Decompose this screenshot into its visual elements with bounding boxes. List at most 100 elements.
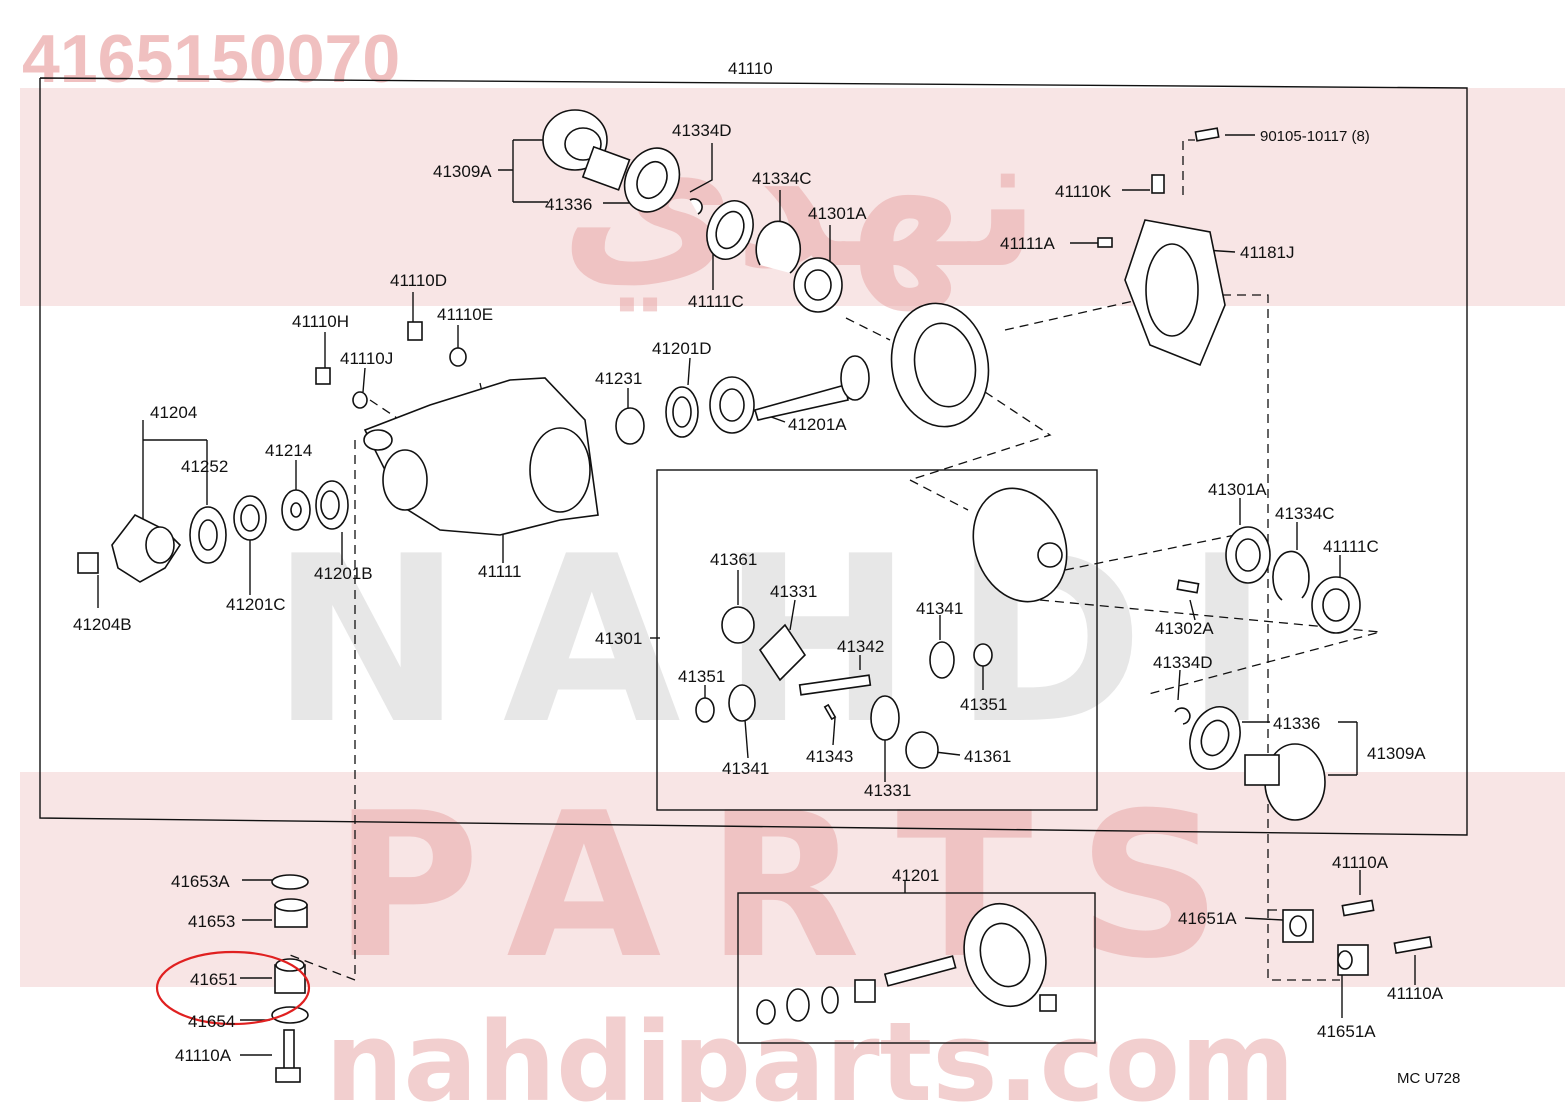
pin-41343 xyxy=(823,703,837,721)
pinion-set xyxy=(883,955,957,987)
bearing-cone-right xyxy=(1225,526,1271,584)
label-41111: 41111 xyxy=(478,562,522,581)
rear-cover xyxy=(1124,219,1226,367)
washer-41201D xyxy=(665,386,699,438)
label-41214: 41214 xyxy=(265,441,312,460)
label-41204: 41204 xyxy=(150,403,197,422)
bolt-41302A xyxy=(1176,579,1200,594)
diagram-code: MC U728 xyxy=(1397,1070,1460,1087)
assembly-lines xyxy=(289,139,1381,981)
bolt-41110D xyxy=(407,321,423,341)
differential-case-box xyxy=(656,469,1098,811)
bearing-41201C xyxy=(233,495,267,541)
flange-41204 xyxy=(111,513,182,583)
parts-artwork xyxy=(77,109,1433,1083)
washer-41653A xyxy=(271,874,309,890)
label-41301A-top: 41301A xyxy=(808,204,867,223)
oil-seal-right xyxy=(1189,706,1241,770)
stopper-41654 xyxy=(271,1006,309,1024)
label-41342: 41342 xyxy=(837,637,884,656)
spacer-ring-right xyxy=(1272,550,1310,601)
cushion-41653 xyxy=(274,898,308,928)
label-41341-a: 41341 xyxy=(916,599,963,618)
washer-41351-a xyxy=(973,643,993,667)
label-41334D-right: 41334D xyxy=(1153,653,1213,672)
label-41343: 41343 xyxy=(806,747,853,766)
label-41110K: 41110K xyxy=(1055,182,1112,201)
label-41301: 41301 xyxy=(595,629,642,648)
snap-ring-top xyxy=(689,198,703,215)
pinion-gear-41341-b xyxy=(728,684,756,722)
watermark-brand-line2: PARTS xyxy=(333,770,1267,1003)
pinion-bearing xyxy=(709,376,755,434)
part-number-title: 4165150070 xyxy=(22,21,400,97)
label-41201: 41201 xyxy=(892,866,939,885)
label-41654: 41654 xyxy=(188,1012,235,1031)
label-41334D-top: 41334D xyxy=(672,121,732,140)
carrier-housing xyxy=(363,377,599,536)
label-41309A-top: 41309A xyxy=(433,162,492,181)
label-41201C: 41201C xyxy=(226,595,286,614)
label-41110J: 41110J xyxy=(340,349,393,368)
label-41651A-r1: 41651A xyxy=(1178,909,1237,928)
companion-flange-top xyxy=(542,109,631,191)
snap-ring-right xyxy=(1174,707,1191,725)
bolt-41110H xyxy=(315,367,331,385)
label-41110H: 41110H xyxy=(292,312,349,331)
thrust-washer-41361-a xyxy=(721,606,755,644)
bearing-41201B xyxy=(315,480,349,530)
ring-gear-set xyxy=(963,902,1047,1008)
label-41111C-top: 41111C xyxy=(688,292,744,311)
label-41110: 41110 xyxy=(728,59,773,78)
nut-41110E xyxy=(449,347,467,367)
bolt-41110A-r2 xyxy=(1393,936,1433,954)
label-41361-a: 41361 xyxy=(710,550,757,569)
side-gear-41331-b xyxy=(870,695,900,741)
bushing-41651A-r1 xyxy=(1282,909,1314,943)
label-41231: 41231 xyxy=(595,369,642,388)
thrust-washer-41361-b xyxy=(905,731,939,769)
label-41334C-top: 41334C xyxy=(752,169,812,188)
label-41201B: 41201B xyxy=(314,564,373,583)
nut-41204B xyxy=(77,552,99,574)
label-41653A: 41653A xyxy=(171,872,230,891)
side-gear-41331-a xyxy=(758,623,807,682)
watermark-site: nahdiparts.com xyxy=(325,998,1295,1102)
bolt-41110A-r1 xyxy=(1341,899,1375,917)
oil-seal-top xyxy=(623,147,681,213)
washer-41351-b xyxy=(695,697,715,723)
washer-41110J xyxy=(352,391,368,409)
highlight-ellipse xyxy=(155,950,311,1026)
label-41204B: 41204B xyxy=(73,615,132,634)
label-41361-b: 41361 xyxy=(964,747,1011,766)
label-41111A: 41111A xyxy=(1000,234,1055,253)
label-41110A-r2: 41110A xyxy=(1387,984,1444,1003)
pinion-shaft-41342 xyxy=(798,674,872,696)
label-41252: 41252 xyxy=(181,457,228,476)
bolt-41110A-left xyxy=(275,1029,301,1083)
bearing-cup-top xyxy=(706,200,754,260)
companion-flange-right xyxy=(1244,743,1326,821)
label-41110A-left: 41110A xyxy=(175,1046,232,1065)
bolt-90105 xyxy=(1194,127,1220,142)
label-41201D: 41201D xyxy=(652,339,712,358)
label-41309A-right: 41309A xyxy=(1367,744,1426,763)
label-41651A-r2: 41651A xyxy=(1317,1022,1376,1041)
label-41331-a: 41331 xyxy=(770,582,817,601)
label-41302A: 41302A xyxy=(1155,619,1214,638)
label-90105: 90105-10117 (8) xyxy=(1260,128,1370,145)
label-41110D: 41110D xyxy=(390,271,447,290)
ring-pinion-box xyxy=(737,892,1096,1044)
label-41110A-r1: 41110A xyxy=(1332,853,1389,872)
bushing-41651A-r2 xyxy=(1337,944,1369,976)
ring-gear xyxy=(890,302,990,428)
label-41336-right: 41336 xyxy=(1273,714,1320,733)
label-41336-top: 41336 xyxy=(545,195,592,214)
spacer-ring-top xyxy=(755,220,801,274)
bearing-cone-top xyxy=(793,257,843,313)
label-41201A: 41201A xyxy=(788,415,847,434)
label-41651: 41651 xyxy=(190,970,237,989)
label-41110E: 41110E xyxy=(437,305,493,324)
label-41351-a: 41351 xyxy=(678,667,725,686)
